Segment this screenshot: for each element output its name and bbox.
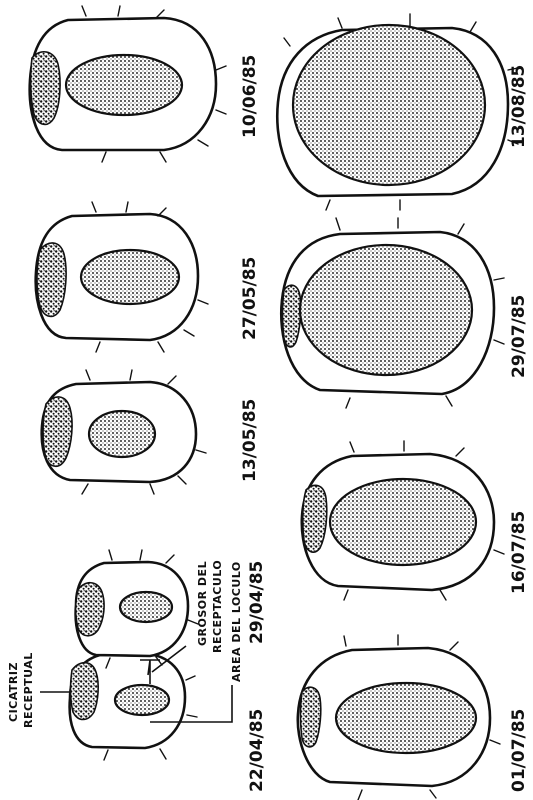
label-area-loculo: AREA DEL LOCULO — [230, 561, 243, 682]
fruit-01-07-85 — [298, 635, 500, 800]
fruit-13-05-85 — [42, 370, 206, 494]
receptual-scar — [71, 663, 99, 720]
fruit-22-04-85 — [70, 642, 197, 760]
label-cicatriz: CICATRIZ — [7, 662, 20, 722]
date-label-5: 10/06/85 — [240, 55, 260, 138]
locule-area — [336, 683, 476, 753]
fruit-27-05-85 — [36, 202, 208, 352]
locule-area — [89, 411, 155, 457]
receptual-scar — [303, 485, 327, 552]
receptual-scar — [76, 583, 104, 636]
date-label-4: 27/05/85 — [240, 257, 260, 340]
fruit-10-06-85 — [30, 6, 226, 162]
locule-area — [81, 250, 179, 304]
locule-area — [66, 55, 182, 115]
receptual-scar — [37, 243, 66, 316]
date-label-7: 16/07/85 — [509, 511, 529, 594]
receptual-scar — [43, 397, 72, 466]
date-label-9: 13/08/85 — [509, 65, 529, 148]
date-label-2: 29/04/85 — [247, 561, 267, 644]
fruit-13-08-85 — [277, 14, 518, 210]
locule-area — [300, 245, 472, 375]
label-receptual: RECEPTUAL — [22, 652, 35, 728]
locule-area — [293, 25, 485, 185]
date-label-1: 22/04/85 — [247, 709, 267, 792]
locule-area — [115, 685, 169, 715]
date-label-8: 29/07/85 — [509, 295, 529, 378]
locule-area — [330, 479, 476, 565]
label-receptaculo: RECEPTACULO — [211, 560, 224, 653]
locule-area — [120, 592, 172, 622]
fruit-16-07-85 — [302, 441, 504, 600]
date-label-3: 13/05/85 — [240, 399, 260, 482]
receptual-scar — [301, 687, 321, 747]
receptual-scar — [31, 52, 60, 125]
label-grosor: GROSOR DEL — [196, 561, 209, 646]
date-label-6: 01/07/85 — [509, 709, 529, 792]
receptual-scar — [283, 285, 301, 347]
fruit-29-07-85 — [281, 218, 504, 408]
